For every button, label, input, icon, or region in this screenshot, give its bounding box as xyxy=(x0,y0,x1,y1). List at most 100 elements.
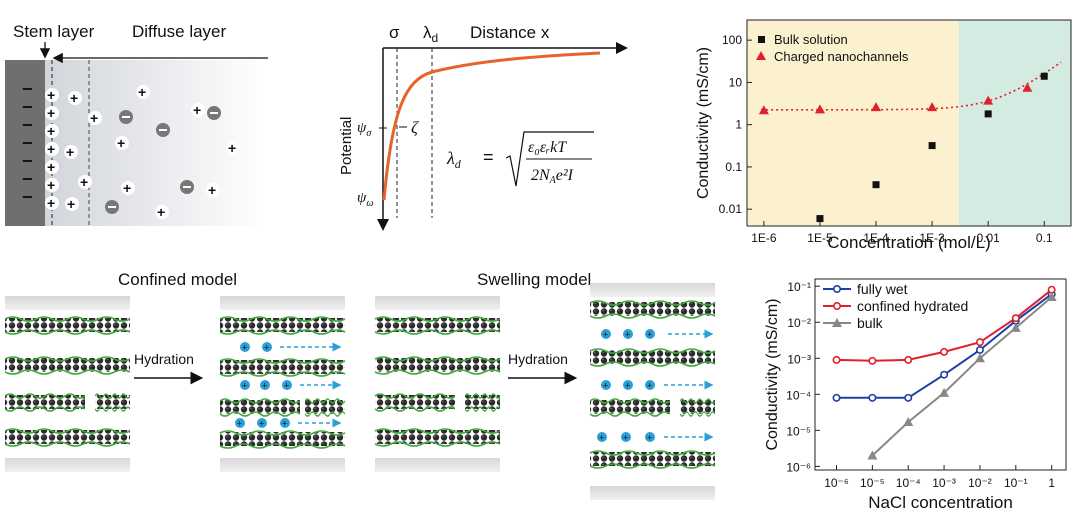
shaded-region xyxy=(958,20,1071,226)
nanochannel-point xyxy=(871,102,882,112)
stem-cation-icon xyxy=(45,106,59,120)
stem-cation-icon xyxy=(45,178,59,192)
green-chain xyxy=(4,428,131,434)
green-chain xyxy=(304,411,346,417)
ion-charge-sign: + xyxy=(599,433,604,443)
green-chain xyxy=(589,300,716,306)
plus-sign: + xyxy=(47,159,55,175)
ion-icon xyxy=(597,432,607,442)
plus-sign: + xyxy=(80,174,88,190)
graphene-layer xyxy=(590,452,715,466)
sigma-label: σ xyxy=(389,23,400,42)
green-chain xyxy=(589,450,716,456)
green-chain xyxy=(219,371,346,377)
ion-icon xyxy=(645,432,655,442)
green-chain xyxy=(4,406,86,412)
green-chain xyxy=(219,316,346,322)
graphene-layer xyxy=(375,318,500,332)
potential-ylabel: Potential xyxy=(338,117,355,175)
x-tick-label: 10⁻¹ xyxy=(1004,476,1028,490)
x-tick-label: 1 xyxy=(1048,476,1055,490)
confining-plate xyxy=(590,486,715,500)
plus-sign: + xyxy=(90,110,98,126)
nanochannel-point xyxy=(983,95,994,105)
confining-plate xyxy=(220,296,345,310)
bulk-point xyxy=(1040,72,1048,80)
surface-negative-charge: − xyxy=(22,151,33,171)
green-chain xyxy=(589,411,671,417)
electrode-plate xyxy=(5,60,45,226)
ion-icon xyxy=(240,380,250,390)
hydration-label-1: Hydration xyxy=(134,351,194,367)
ion-charge-sign: + xyxy=(237,419,242,429)
x-tick-label: 10⁻³ xyxy=(932,476,956,490)
graphene-layer xyxy=(5,318,130,332)
plus-sign: + xyxy=(193,102,201,118)
confining-plate xyxy=(375,458,500,472)
y-tick-label: 0.01 xyxy=(719,202,743,216)
psi-sigma-label: ψσ xyxy=(357,120,372,139)
ion-charge-sign: + xyxy=(647,433,652,443)
series-point-1 xyxy=(832,355,841,364)
graphene-layer xyxy=(220,432,345,446)
svg-text:λd: λd xyxy=(446,148,462,171)
y-axis-label: Conductivity (mS/cm) xyxy=(695,47,712,199)
confining-plate xyxy=(375,296,500,310)
graphene-layer xyxy=(375,358,500,372)
y-tick-label: 1 xyxy=(735,118,742,132)
ion-charge-sign: + xyxy=(264,343,269,353)
y-tick-label: 10⁻¹ xyxy=(787,280,811,294)
ion-icon xyxy=(262,342,272,352)
stem-layer-label: Stem layer xyxy=(13,22,95,41)
graphene-layer xyxy=(95,395,130,409)
surface-negative-charge: − xyxy=(22,79,33,99)
ion-charge-sign: + xyxy=(284,381,289,391)
legend-label-0: fully wet xyxy=(857,281,908,297)
series-point-2 xyxy=(974,353,985,363)
ion-icon xyxy=(235,418,245,428)
graphene-layer xyxy=(305,400,345,414)
series-point-0 xyxy=(940,370,949,379)
plus-sign: + xyxy=(228,140,236,156)
ion-icon xyxy=(623,380,633,390)
ion-icon xyxy=(280,418,290,428)
y-tick-label: 10⁻⁴ xyxy=(786,388,811,402)
legend-label-1: confined hydrated xyxy=(857,298,968,314)
cation-icon xyxy=(115,136,129,150)
series-point-1 xyxy=(904,355,913,364)
ion-charge-sign: + xyxy=(603,381,608,391)
green-chain xyxy=(464,406,501,412)
green-chain xyxy=(219,358,346,364)
ion-icon xyxy=(621,432,631,442)
green-chain xyxy=(589,313,716,319)
green-chain xyxy=(94,393,131,399)
surface-negative-charge: − xyxy=(22,187,33,207)
plus-sign: + xyxy=(66,144,74,160)
diffuse-layer-label: Diffuse layer xyxy=(132,22,227,41)
series-point-0 xyxy=(868,393,877,402)
x-tick-label: 1E-5 xyxy=(807,231,833,245)
distance-label: Distance x xyxy=(470,23,550,42)
green-chain xyxy=(374,316,501,322)
confining-plate xyxy=(5,296,130,310)
potential-panel: σ λd Distance x Potential ψσ ψω ζ λd = ε… xyxy=(338,23,628,231)
confined-model-title: Confined model xyxy=(118,270,237,289)
y-tick-label: 10⁻⁶ xyxy=(786,460,811,474)
cation-icon xyxy=(88,111,102,125)
nanochannel-point xyxy=(927,102,938,112)
green-chain xyxy=(219,430,346,436)
plus-sign: + xyxy=(208,182,216,198)
series-point-2 xyxy=(939,387,950,397)
series-point-0 xyxy=(832,393,841,402)
green-chain xyxy=(94,406,131,412)
stem-cation-icon xyxy=(45,88,59,102)
graphene-layer xyxy=(680,400,715,414)
graphene-layer xyxy=(5,395,85,409)
plus-sign: + xyxy=(157,204,165,220)
cation-icon xyxy=(65,197,79,211)
legend-nanochannel-label: Charged nanochannels xyxy=(774,49,909,64)
ion-charge-sign: + xyxy=(623,433,628,443)
legend-marker-1 xyxy=(832,301,841,310)
ion-charge-sign: + xyxy=(625,381,630,391)
